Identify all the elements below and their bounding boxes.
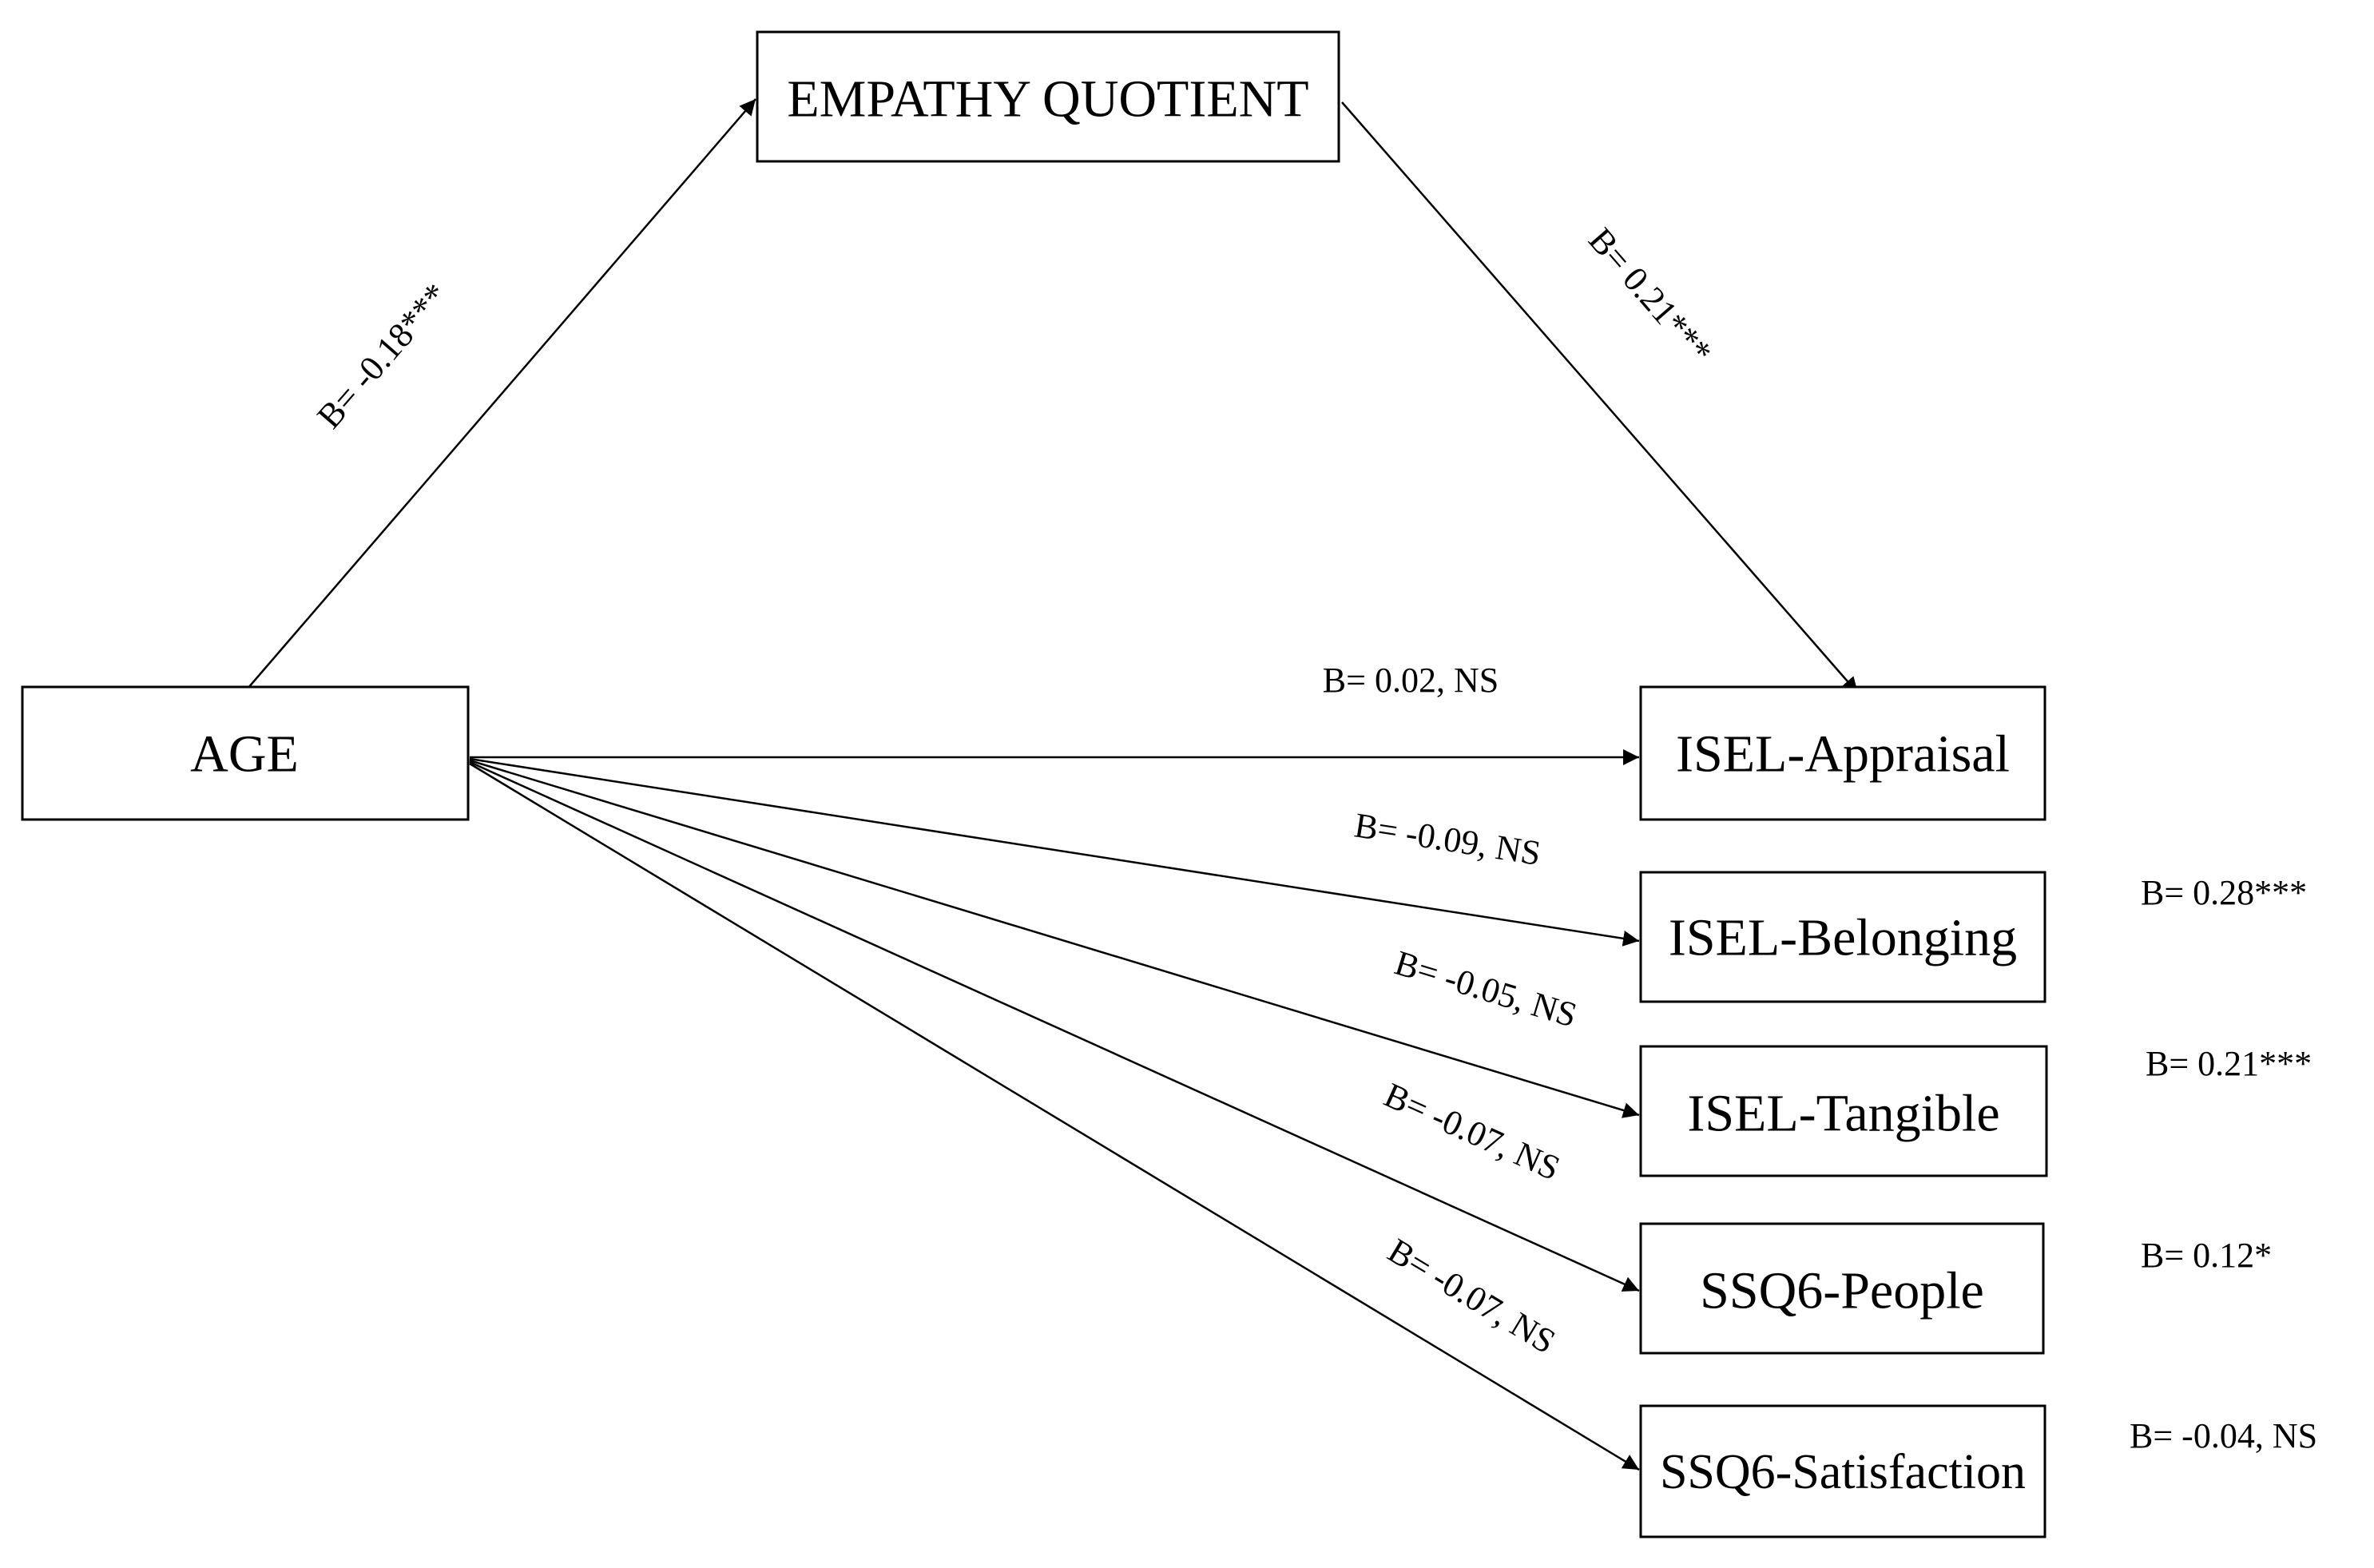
empathy-effect-labels: B= 0.28*** B= 0.21*** B= 0.12* B= -0.04,… <box>2130 873 2317 1455</box>
node-isel-tangible-label: ISEL-Tangible <box>1687 1085 1999 1143</box>
edge-age-to-people <box>469 760 1640 1292</box>
node-ssq6-people: SSQ6-People <box>1639 1222 2045 1355</box>
edge-age-to-empathy <box>247 98 756 689</box>
node-isel-belonging-label: ISEL-Belonging <box>1669 909 2017 967</box>
node-ssq6-people-label: SSQ6-People <box>1700 1262 1984 1320</box>
node-isel-belonging: ISEL-Belonging <box>1639 871 2046 1003</box>
node-age-label: AGE <box>190 725 299 784</box>
empathy-effect-people: B= 0.12* <box>2141 1236 2272 1275</box>
edge-labels: B= -0.18*** B= 0.21*** B= 0.02, NS B= -0… <box>309 220 1719 1361</box>
edge-age-to-belonging <box>469 757 1640 947</box>
edge-label-age-to-appraisal: B= 0.02, NS <box>1323 661 1499 700</box>
edge-label-empathy-to-appraisal: B= 0.21*** <box>1581 220 1720 371</box>
edge-empathy-to-appraisal <box>1341 101 1859 694</box>
node-ssq6-satisfaction-label: SSQ6-Satisfaction <box>1660 1445 2026 1499</box>
edge-label-age-to-belonging: B= -0.09, NS <box>1352 805 1543 873</box>
edge-label-age-to-people: B= -0.07, NS <box>1379 1075 1566 1188</box>
node-empathy-quotient-label: EMPATHY QUOTIENT <box>787 70 1308 129</box>
node-isel-appraisal-label: ISEL-Appraisal <box>1676 725 2010 784</box>
edge-label-age-to-satisfaction: B= -0.07, NS <box>1381 1231 1562 1361</box>
edge-label-age-to-tangible: B= -0.05, NS <box>1391 943 1582 1035</box>
edge-age-to-satisfaction <box>469 762 1640 1471</box>
node-empathy-quotient: EMPATHY QUOTIENT <box>756 30 1340 163</box>
node-isel-appraisal: ISEL-Appraisal <box>1639 685 2046 821</box>
node-isel-tangible: ISEL-Tangible <box>1639 1045 2048 1177</box>
edge-label-age-to-empathy: B= -0.18*** <box>309 276 455 435</box>
empathy-effect-belonging: B= 0.28*** <box>2141 873 2307 912</box>
empathy-effect-tangible: B= 0.21*** <box>2146 1044 2312 1083</box>
node-ssq6-satisfaction: SSQ6-Satisfaction <box>1639 1404 2046 1538</box>
node-age: AGE <box>21 685 470 821</box>
edges <box>247 98 1859 1471</box>
empathy-effect-satisfaction: B= -0.04, NS <box>2130 1416 2317 1455</box>
nodes: EMPATHY QUOTIENT AGE ISEL-Appraisal ISEL… <box>21 30 2048 1538</box>
edge-age-to-tangible <box>469 759 1640 1118</box>
